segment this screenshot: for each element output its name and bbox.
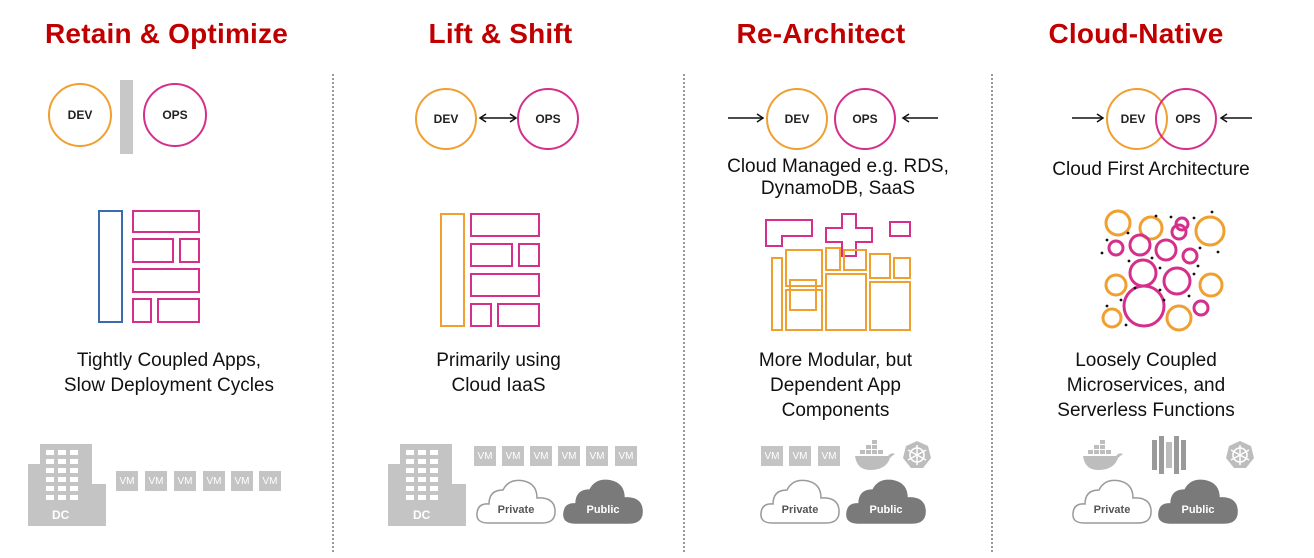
dev-circle: DEV [766, 88, 828, 150]
app-block [497, 303, 540, 327]
ops-circle: OPS [1155, 88, 1217, 150]
app-block [518, 243, 540, 267]
monolith-block [440, 213, 465, 327]
vm-icon: VM [259, 471, 281, 491]
vm-icon: VM [474, 446, 496, 466]
app-block [179, 238, 200, 263]
docker-icon [1083, 440, 1123, 470]
column-lift-shift: Lift & Shift DEV OPS Primarily using Clo… [333, 0, 684, 558]
monolith-block [98, 210, 123, 323]
building-icon [28, 444, 106, 526]
column-title: Re-Architect [736, 18, 906, 49]
column-re-architect: Re-Architect DEV OPS Cloud Managed e.g. … [684, 0, 992, 558]
vm-icon: VM [231, 471, 253, 491]
vm-icon: VM [116, 471, 138, 491]
kubernetes-icon [1226, 441, 1254, 468]
arrow-left-icon [1219, 113, 1252, 123]
vm-icon: VM [586, 446, 608, 466]
dev-circle: DEV [48, 83, 112, 147]
vm-icon: VM [145, 471, 167, 491]
private-label: Private [497, 504, 535, 516]
public-cloud-icon [846, 479, 926, 524]
column-title: Cloud-Native [1048, 18, 1224, 49]
column-retain-optimize: Retain & Optimize DEV OPS Tightly Couple… [0, 0, 333, 558]
ops-circle: OPS [143, 83, 207, 147]
dc-label: DC [52, 508, 70, 522]
vm-icon: VM [789, 446, 811, 466]
vm-icon: VM [761, 446, 783, 466]
building-icon [388, 444, 466, 526]
app-block [132, 238, 174, 263]
app-block [132, 298, 152, 323]
public-label: Public [869, 504, 903, 516]
bidirectional-arrow-icon [478, 113, 518, 123]
column-title: Lift & Shift [428, 18, 573, 49]
arrow-left-icon [901, 113, 938, 123]
private-cloud-icon [1072, 479, 1152, 524]
column-subtitle: Cloud Managed e.g. RDS, DynamoDB, SaaS [727, 156, 949, 199]
app-block [470, 303, 492, 327]
app-block [157, 298, 200, 323]
vm-icon: VM [615, 446, 637, 466]
column-description: Primarily using Cloud IaaS [436, 350, 561, 396]
private-label: Private [1093, 504, 1131, 516]
app-block [132, 210, 200, 233]
docker-icon [855, 440, 895, 470]
ops-circle: OPS [834, 88, 896, 150]
public-label: Public [1181, 504, 1215, 516]
public-label: Public [586, 504, 620, 516]
microservices-graphic [1100, 209, 1226, 332]
app-block [470, 213, 540, 237]
divider-1 [332, 74, 334, 552]
vm-icon: VM [818, 446, 840, 466]
app-block [132, 268, 200, 293]
dev-ops-wall [120, 80, 133, 154]
ops-circle: OPS [517, 88, 579, 150]
column-description: Tightly Coupled Apps, Slow Deployment Cy… [63, 350, 275, 396]
column-description: More Modular, but Dependent App Componen… [758, 350, 913, 421]
divider-3 [991, 74, 993, 552]
public-cloud-icon [563, 479, 643, 524]
arrow-right-icon [1072, 113, 1105, 123]
dc-label: DC [413, 508, 431, 522]
divider-2 [683, 74, 685, 552]
public-cloud-icon [1158, 479, 1238, 524]
private-cloud-icon [476, 479, 556, 524]
vm-icon: VM [530, 446, 552, 466]
arrow-right-icon [728, 113, 765, 123]
modular-architecture-graphic [765, 213, 911, 331]
app-block [470, 273, 540, 297]
app-block [470, 243, 513, 267]
column-description: Loosely Coupled Microservices, and Serve… [1057, 350, 1235, 421]
private-cloud-icon [760, 479, 840, 524]
column-subtitle: Cloud First Architecture [1052, 159, 1250, 180]
column-title: Retain & Optimize [45, 18, 288, 49]
kubernetes-icon [903, 441, 931, 468]
vm-icon: VM [203, 471, 225, 491]
vm-icon: VM [502, 446, 524, 466]
private-label: Private [781, 504, 819, 516]
lambda-icon [1152, 436, 1186, 474]
column-cloud-native: Cloud-Native DEV OPS Cloud First Archite… [992, 0, 1314, 558]
vm-icon: VM [174, 471, 196, 491]
dev-circle: DEV [415, 88, 477, 150]
vm-icon: VM [558, 446, 580, 466]
